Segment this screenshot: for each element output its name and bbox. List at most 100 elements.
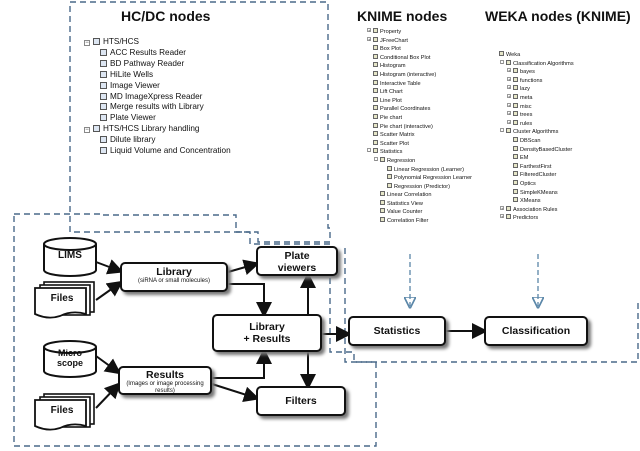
results-node[interactable]: Results (Images or image processing resu… [118, 366, 212, 395]
tree-item-hts-hcs[interactable]: − HTS/HCS [84, 37, 306, 48]
node-icon [373, 131, 378, 137]
tree-item-property[interactable]: +Property [367, 28, 487, 37]
tree-item-misc[interactable]: +misc [493, 102, 633, 112]
collapse-icon[interactable]: - [367, 148, 371, 154]
expand-icon[interactable]: + [500, 214, 504, 220]
tree-item-statistics-view[interactable]: Statistics View [367, 199, 487, 209]
tree-item-weka[interactable]: Weka [493, 51, 633, 60]
tree-item-simplekmeans[interactable]: SimpleKMeans [493, 188, 633, 198]
tree-item-merge-results-with-library[interactable]: Merge results with Library [84, 102, 306, 113]
tree-item-polynomial-regression-learner[interactable]: Polynomial Regression Learner [367, 174, 487, 183]
tree-item-histogram[interactable]: Histogram [367, 62, 487, 71]
imagexpress-icon [100, 92, 107, 100]
tree-item-acc-results-reader[interactable]: ACC Results Reader [84, 48, 306, 59]
collapse-icon[interactable]: - [374, 156, 378, 162]
tree-item-label: Parallel Coordinates [380, 106, 431, 113]
tree-item-liquid-volume-and-concentration[interactable]: Liquid Volume and Concentration [84, 146, 306, 157]
tree-item-jfreechart[interactable]: +JFreeChart [367, 36, 487, 46]
filters-node[interactable]: Filters [256, 386, 346, 416]
node-icon [506, 205, 511, 211]
expand-icon[interactable]: + [367, 28, 371, 33]
expand-icon[interactable]: + [507, 68, 511, 74]
plate-viewers-node[interactable]: Plate viewers [256, 246, 338, 276]
node-icon [506, 59, 511, 65]
tree-item-farthestfirst[interactable]: FarthestFirst [493, 162, 633, 172]
tree-item-dbscan[interactable]: DBScan [493, 136, 633, 146]
tree-item-md-imagexpress-reader[interactable]: MD ImageXpress Reader [84, 92, 306, 103]
files-bottom-stack-icon [34, 393, 95, 431]
tree-item-hilite-wells[interactable]: HiLite Wells [84, 70, 306, 81]
tree-item-bayes[interactable]: +bayes [493, 68, 633, 77]
tree-item-regression-predictor[interactable]: Regression (Predictor) [367, 182, 487, 192]
plate-viewers-line2: viewers [277, 262, 317, 274]
tree-item-label: Plate Viewer [110, 113, 156, 123]
tree-item-functions[interactable]: +functions [493, 76, 633, 86]
tree-item-pie-chart-interactive[interactable]: Pie chart (interactive) [367, 122, 487, 132]
collapse-icon[interactable]: - [500, 59, 504, 65]
library-results-node[interactable]: Library + Results [212, 314, 322, 352]
tree-item-linear-regression-learner[interactable]: Linear Regression (Learner) [367, 165, 487, 175]
folder-icon [93, 38, 100, 45]
tree-item-label: HTS/HCS [103, 37, 139, 46]
classification-node[interactable]: Classification [484, 316, 588, 346]
expand-icon[interactable]: + [507, 119, 511, 125]
tree-item-em[interactable]: EM [493, 154, 633, 163]
tree-item-rules[interactable]: +rules [493, 119, 633, 129]
library-node[interactable]: Library (siRNA or small molecules) [120, 262, 228, 292]
collapse-toggle-icon[interactable]: − [84, 40, 90, 46]
collapse-icon[interactable]: - [500, 128, 504, 134]
tree-item-dilute-library[interactable]: Dilute library [84, 135, 306, 146]
tree-item-parallel-coordinates[interactable]: Parallel Coordinates [367, 105, 487, 114]
tree-item-interactive-table[interactable]: Interactive Table [367, 79, 487, 89]
expand-icon[interactable]: + [507, 76, 511, 82]
tree-item-xmeans[interactable]: XMeans [493, 197, 633, 206]
statistics-node[interactable]: Statistics [348, 316, 446, 346]
tree-item-scatter-matrix[interactable]: Scatter Matrix [367, 131, 487, 140]
expand-icon[interactable]: + [500, 205, 504, 211]
tree-item-statistics[interactable]: -Statistics [367, 148, 487, 157]
tree-item-classification-algorithms[interactable]: -Classification Algorithms [493, 59, 633, 69]
plate-viewers-line1: Plate [284, 250, 310, 262]
node-icon [373, 28, 378, 33]
hcdc-heading: HC/DC nodes [121, 8, 211, 24]
tree-item-association-rules[interactable]: +Association Rules [493, 205, 633, 215]
tree-item-value-counter[interactable]: Value Counter [367, 208, 487, 217]
tree-item-regression[interactable]: -Regression [367, 156, 487, 166]
node-icon [373, 96, 378, 102]
tree-spacer [507, 189, 511, 193]
tree-item-cluster-algorithms[interactable]: -Cluster Algorithms [493, 128, 633, 137]
tree-item-optics[interactable]: Optics [493, 179, 633, 189]
tree-item-filteredcluster[interactable]: FilteredCluster [493, 171, 633, 180]
tree-item-image-viewer[interactable]: Image Viewer [84, 81, 306, 92]
tree-item-plate-viewer[interactable]: Plate Viewer [84, 113, 306, 124]
tree-item-label: Statistics View [387, 200, 423, 207]
expand-icon[interactable]: + [367, 36, 371, 42]
tree-item-densitybasedcluster[interactable]: DensityBasedCluster [493, 145, 633, 155]
node-icon [373, 79, 378, 85]
tree-item-predictors[interactable]: +Predictors [493, 214, 633, 223]
expand-icon[interactable]: + [507, 93, 511, 99]
expand-icon[interactable]: + [507, 85, 511, 91]
tree-item-meta[interactable]: +meta [493, 93, 633, 103]
tree-item-trees[interactable]: +trees [493, 111, 633, 120]
tree-item-lift-chart[interactable]: Lift Chart [367, 88, 487, 97]
collapse-toggle-icon[interactable]: − [84, 127, 90, 134]
expand-icon[interactable]: + [507, 111, 511, 117]
tree-item-conditional-box-plot[interactable]: Conditional Box Plot [367, 53, 487, 63]
tree-item-correlation-filter[interactable]: Correlation Filter [367, 217, 487, 226]
tree-item-histogram-interactive[interactable]: Histogram (interactive) [367, 70, 487, 80]
lims-label: LIMS [58, 250, 82, 261]
tree-item-lazy[interactable]: +lazy [493, 85, 633, 94]
node-icon [380, 217, 385, 223]
tree-item-line-plot[interactable]: Line Plot [367, 96, 487, 106]
tree-item-label: Correlation Filter [387, 218, 429, 225]
node-icon [513, 119, 518, 125]
tree-item-scatter-plot[interactable]: Scatter Plot [367, 139, 487, 149]
expand-icon[interactable]: + [507, 102, 511, 108]
tree-item-linear-correlation[interactable]: Linear Correlation [367, 191, 487, 200]
tree-item-bd-pathway-reader[interactable]: BD Pathway Reader [84, 59, 306, 70]
tree-spacer [381, 166, 385, 170]
tree-item-pie-chart[interactable]: Pie chart [367, 113, 487, 123]
tree-item-hts-hcs-library-handling[interactable]: −HTS/HCS Library handling [84, 124, 306, 135]
tree-item-box-plot[interactable]: Box Plot [367, 45, 487, 54]
